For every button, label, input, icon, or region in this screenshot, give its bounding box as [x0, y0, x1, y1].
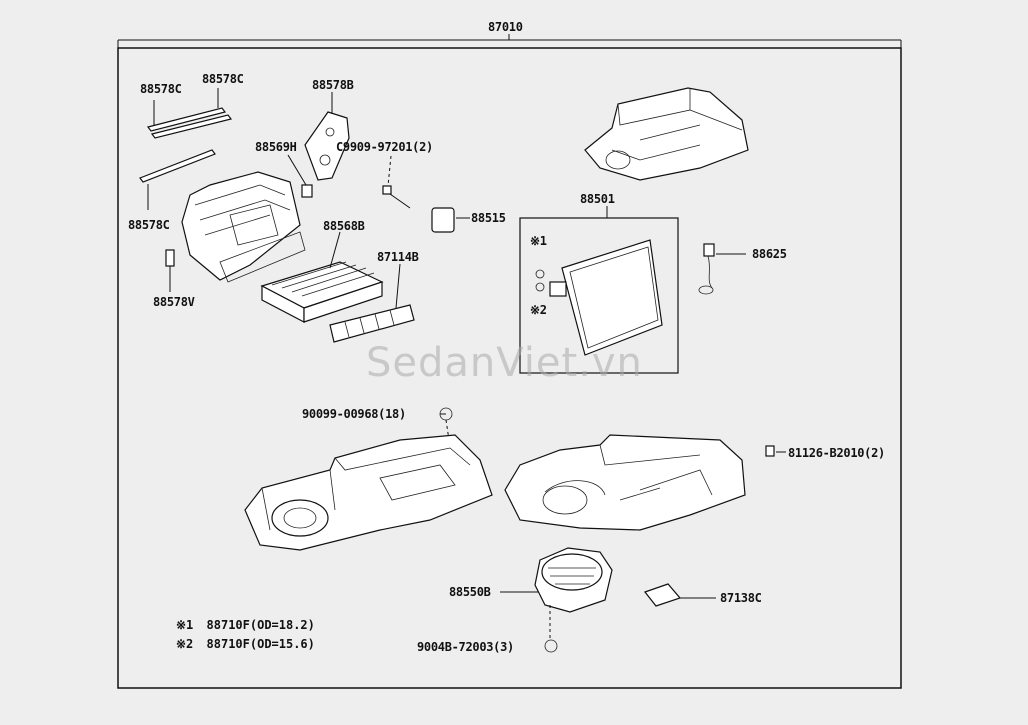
resistor-87138C — [644, 583, 716, 607]
seal-strip-88578C — [139, 88, 233, 210]
plate-88578B — [304, 92, 350, 181]
note-2: ※2 88710F(OD=15.6) — [176, 637, 315, 651]
sensor-88515 — [431, 207, 468, 233]
label-88578C-b: 88578C — [202, 72, 244, 86]
label-87010: 87010 — [488, 20, 523, 34]
label-81126: 81126-B2010(2) — [788, 446, 885, 460]
upper-case — [181, 154, 313, 283]
label-87114B: 87114B — [377, 250, 419, 264]
label-88578B: 88578B — [312, 78, 354, 92]
evaporator-frame — [519, 217, 679, 374]
label-88578C-c: 88578C — [128, 218, 170, 232]
sensor-88625 — [698, 243, 746, 295]
label-88625: 88625 — [752, 247, 787, 261]
label-mark1: ※1 — [530, 234, 547, 248]
label-88578V: 88578V — [153, 295, 195, 309]
watermark: SedanViet.vn — [366, 340, 643, 386]
note-2-mark: ※2 — [176, 637, 194, 651]
cover-87114B — [329, 263, 415, 343]
label-88501: 88501 — [580, 192, 615, 206]
note-1: ※1 88710F(OD=18.2) — [176, 618, 315, 632]
label-88578C-a: 88578C — [140, 82, 182, 96]
label-88515: 88515 — [471, 211, 506, 225]
lower-right-housing — [504, 434, 746, 531]
evaporator-88501 — [535, 239, 663, 356]
note-2-text: 88710F(OD=15.6) — [206, 637, 315, 651]
label-88569H: 88569H — [255, 140, 297, 154]
clip-81126 — [765, 445, 786, 457]
label-88550B: 88550B — [449, 585, 491, 599]
label-88568B: 88568B — [323, 219, 365, 233]
label-mark2: ※2 — [530, 303, 547, 317]
assembly-frame — [117, 47, 902, 689]
blower-88550B — [500, 547, 613, 653]
label-C9909: C9909-97201(2) — [336, 140, 433, 154]
lower-left-housing — [244, 434, 493, 551]
label-90099: 90099-00968(18) — [302, 407, 406, 421]
assembly-bracket — [117, 34, 902, 48]
note-1-mark: ※1 — [176, 618, 194, 632]
label-87138C: 87138C — [720, 591, 762, 605]
upper-housing — [584, 87, 749, 181]
label-9004B: 9004B-72003(3) — [417, 640, 514, 654]
filter-88568B — [260, 231, 384, 323]
grommet-88578V — [165, 249, 175, 292]
screw-C9909 — [382, 155, 411, 209]
note-1-text: 88710F(OD=18.2) — [206, 618, 315, 632]
